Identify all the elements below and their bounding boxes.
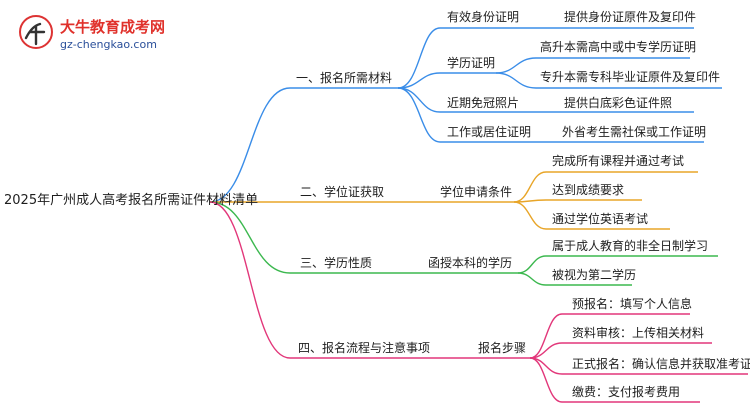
branch-1-group-4-leaf-1: 外省考生需社保或工作证明 <box>562 125 707 139</box>
branch-3-leaf-1: 属于成人教育的非全日制学习 <box>552 239 709 253</box>
mindmap-root: 2025年广州成人高考报名所需证件材料清单 <box>4 193 259 208</box>
branch-2-leaf-1: 完成所有课程并通过考试 <box>552 154 685 168</box>
connector-b2-leaf2 <box>513 199 642 203</box>
watermark-title: 大牛教育成考网 <box>60 18 166 36</box>
branch-3-group-1: 函授本科的学历 <box>428 256 513 270</box>
connector-b3-leaf1 <box>517 255 718 274</box>
branch-4-leaf-4: 缴费：支付报考费用 <box>572 385 681 399</box>
branch-2: 二、学位证获取 <box>300 185 385 199</box>
branch-1-group-3-leaf-1: 提供白底彩色证件照 <box>564 96 673 110</box>
branch-3-leaf-2: 被视为第二学历 <box>552 268 637 282</box>
branch-1-group-2-leaf-1: 高升本需高中或中专学历证明 <box>540 40 697 54</box>
branch-4-group-1: 报名步骤 <box>478 341 527 355</box>
connector-g2-leaf1 <box>495 57 690 74</box>
connector-b1-g3 <box>397 87 524 113</box>
connector-b4-leaf1 <box>529 313 690 359</box>
watermark: 大牛教育成考网 gz-chengkao.com <box>18 14 168 54</box>
connector-b3-leaf2 <box>517 272 632 286</box>
branch-1-group-1: 有效身份证明 <box>447 10 520 24</box>
watermark-url: gz-chengkao.com <box>60 38 157 51</box>
niu-logo-icon <box>19 15 53 49</box>
branch-1-group-2-leaf-2: 专升本需专科毕业证原件及复印件 <box>540 70 721 84</box>
branch-4-leaf-2: 资料审核：上传相关材料 <box>572 326 705 340</box>
branch-2-leaf-2: 达到成绩要求 <box>552 183 625 197</box>
connector-b4-leaf2 <box>529 342 712 359</box>
branch-4-leaf-1: 预报名：填写个人信息 <box>572 297 693 311</box>
branch-2-leaf-3: 通过学位英语考试 <box>552 212 649 226</box>
connector-root-b3 <box>209 201 384 274</box>
branch-1: 一、报名所需材料 <box>296 71 393 85</box>
branch-1-group-2: 学历证明 <box>447 56 496 70</box>
connector-b1-g4 <box>397 87 534 143</box>
branch-1-group-3: 近期免冠照片 <box>447 96 520 110</box>
connector-b2-leaf1 <box>513 171 698 203</box>
connector-g2-leaf2 <box>495 72 722 89</box>
branch-4-leaf-3: 正式报名：确认信息并获取准考证号 <box>572 357 750 371</box>
branch-2-group-1: 学位申请条件 <box>440 185 513 199</box>
connector-root-b4 <box>209 201 444 359</box>
connector-b1-g1 <box>397 27 520 89</box>
connector-b4-leaf4 <box>529 357 700 403</box>
branch-3: 三、学历性质 <box>300 256 373 270</box>
connector-b1-g2 <box>397 72 496 89</box>
connector-b2-leaf3 <box>513 201 670 230</box>
branch-1-group-1-leaf-1: 提供身份证原件及复印件 <box>564 10 697 24</box>
branch-4: 四、报名流程与注意事项 <box>298 341 431 355</box>
connector-root-b1 <box>209 87 398 203</box>
branch-1-group-4: 工作或居住证明 <box>447 125 532 139</box>
